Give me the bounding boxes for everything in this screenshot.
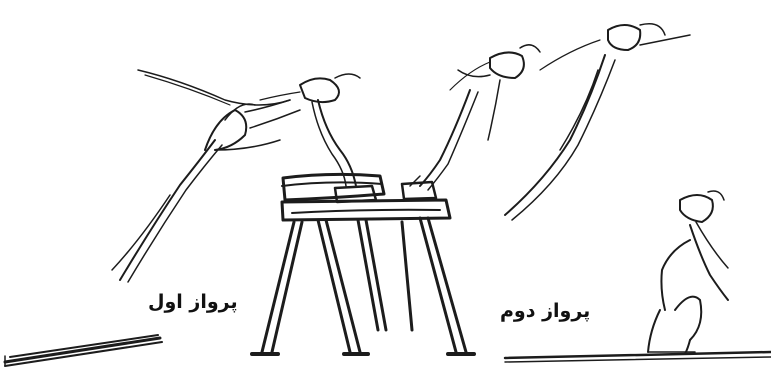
motion-strokes	[259, 39, 601, 101]
gymnast-second-flight-figure	[504, 23, 691, 221]
gymnast-landing-figure	[647, 190, 729, 355]
gymnast-takeoff-figure	[111, 69, 291, 283]
second-flight-label: پرواز دوم	[500, 300, 591, 322]
vaulting-horse	[250, 172, 476, 356]
landing-mat	[503, 350, 771, 363]
gymnast-support-figure	[244, 73, 361, 187]
gymnast-pushoff-figure	[409, 44, 541, 191]
first-flight-label: پرواز اول	[148, 291, 238, 313]
springboard	[3, 334, 163, 367]
